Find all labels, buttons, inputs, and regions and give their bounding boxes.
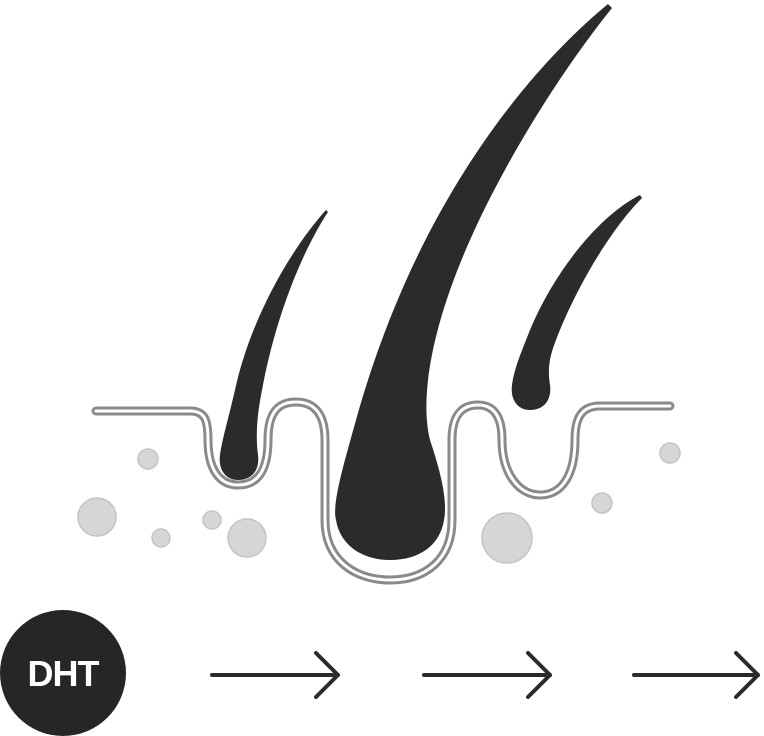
particle-dot bbox=[151, 528, 171, 548]
dht-badge: DHT bbox=[0, 610, 126, 736]
particle-dot bbox=[591, 492, 613, 514]
particle-dot bbox=[481, 512, 533, 564]
arrow-right-icon bbox=[210, 651, 340, 699]
particle-dot bbox=[202, 510, 222, 530]
particle-dot bbox=[77, 497, 117, 537]
long-hair-center bbox=[335, 4, 612, 560]
particle-dots bbox=[77, 442, 681, 564]
short-hair-left bbox=[219, 210, 328, 480]
particle-dot bbox=[659, 442, 681, 464]
particle-dot bbox=[227, 518, 267, 558]
dht-badge-circle bbox=[0, 610, 126, 736]
particle-dot bbox=[137, 448, 159, 470]
dht-label: DHT bbox=[28, 653, 100, 694]
short-hair-right bbox=[511, 195, 642, 410]
skin-surface-line bbox=[91, 397, 675, 585]
arrows bbox=[210, 651, 760, 699]
arrow-right-icon bbox=[632, 651, 760, 699]
arrow-right-icon bbox=[422, 651, 552, 699]
